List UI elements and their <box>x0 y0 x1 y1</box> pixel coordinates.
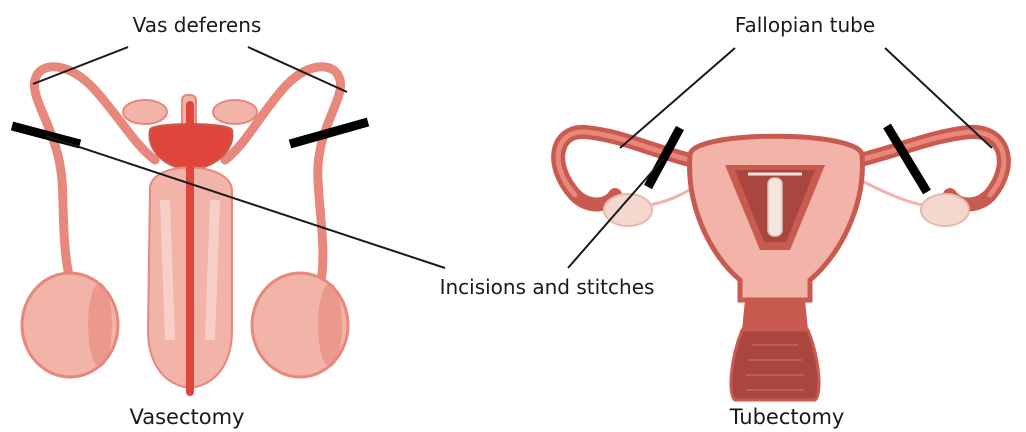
label-fallopian-tube: Fallopian tube <box>735 13 875 37</box>
right-ovarian-ligament <box>860 180 922 205</box>
right-ovary <box>921 194 969 226</box>
caption-tubectomy: Tubectomy <box>729 405 845 429</box>
cervix <box>742 300 808 330</box>
right-fallopian-tube-inner <box>860 132 1004 195</box>
right-seminal-vesicle <box>213 100 257 124</box>
left-seminal-vesicle <box>123 100 167 124</box>
label-incisions-and-stitches: Incisions and stitches <box>440 275 655 299</box>
left-epididymis <box>88 283 112 367</box>
female-anatomy <box>558 126 1004 400</box>
right-fallopian-tube <box>860 132 1004 205</box>
right-epididymis <box>318 283 342 367</box>
label-vas-deferens: Vas deferens <box>133 13 262 37</box>
caption-vasectomy: Vasectomy <box>130 405 245 429</box>
device-stem <box>768 178 782 236</box>
male-anatomy <box>12 67 368 392</box>
incision-pointer-vasectomy <box>46 136 445 268</box>
